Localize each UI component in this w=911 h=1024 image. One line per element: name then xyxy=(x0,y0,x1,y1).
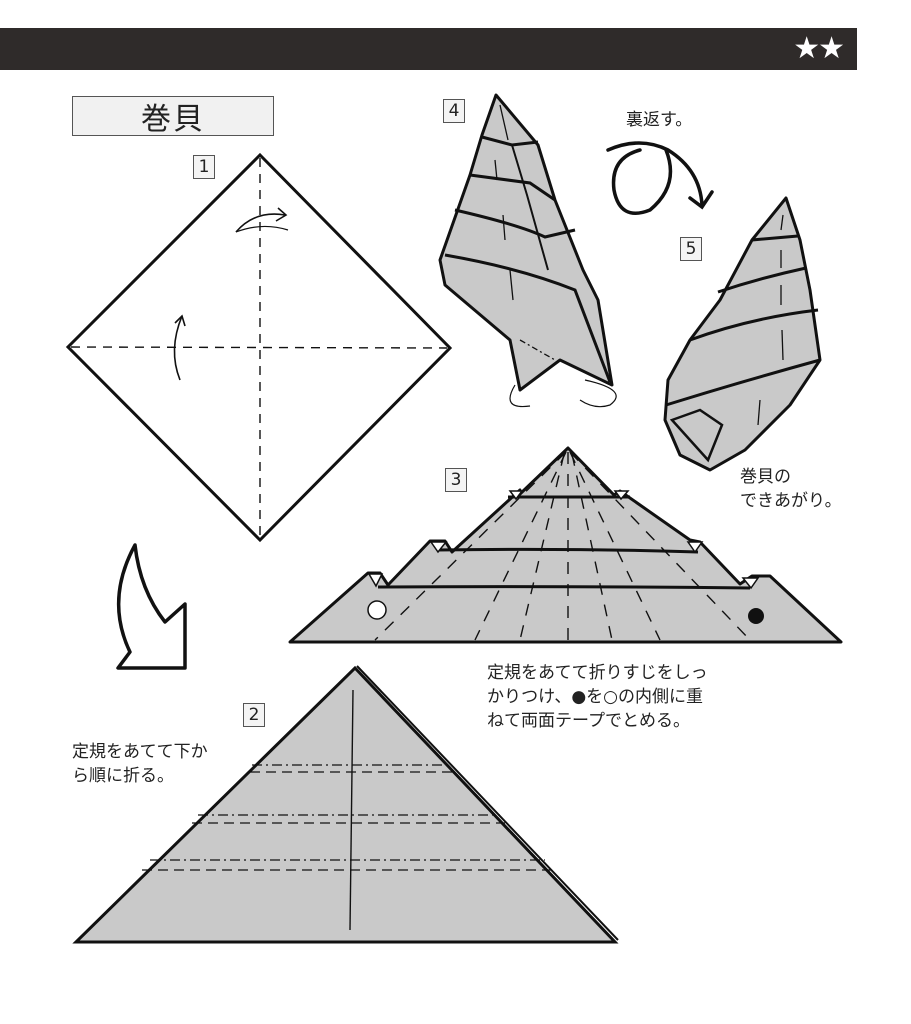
step-number-3: 3 xyxy=(445,468,467,492)
step1-square-diagram xyxy=(65,152,453,543)
rotate-arrow-icon xyxy=(509,384,531,408)
hollow-dot-icon xyxy=(367,600,387,620)
fold-arrow-icon xyxy=(235,213,286,233)
turn-over-arrow-icon xyxy=(606,141,714,215)
turn-over-caption: 裏返す。 xyxy=(626,110,693,130)
title-text: 巻貝 xyxy=(141,102,205,137)
step-number-1: 1 xyxy=(193,155,215,179)
difficulty-stars: ★★ xyxy=(793,31,845,66)
step-number-5: 5 xyxy=(680,237,702,261)
step5-shell-diagram xyxy=(663,196,822,472)
page-title: 巻貝 xyxy=(72,96,274,137)
finished-caption: 巻貝の できあがり。 xyxy=(740,467,842,511)
fold-arrow-icon xyxy=(173,315,183,381)
step3-tiered-diagram xyxy=(288,446,843,644)
next-step-arrow-icon xyxy=(116,543,187,670)
step2-caption: 定規をあてて下か ら順に折る。 xyxy=(72,742,208,786)
filled-dot-icon xyxy=(748,608,764,624)
rotate-arrow-icon xyxy=(579,379,617,408)
step3-caption: 定規をあてて折りすじをしっ かりつけ、●を○の内側に重 ねて両面テープでとめる。 xyxy=(487,663,708,731)
step-number-2: 2 xyxy=(243,703,265,727)
step-number-4: 4 xyxy=(443,99,465,123)
step4-cone-diagram xyxy=(438,93,617,408)
header-bar: ★★ xyxy=(0,28,857,70)
step2-triangle-diagram xyxy=(72,665,619,944)
